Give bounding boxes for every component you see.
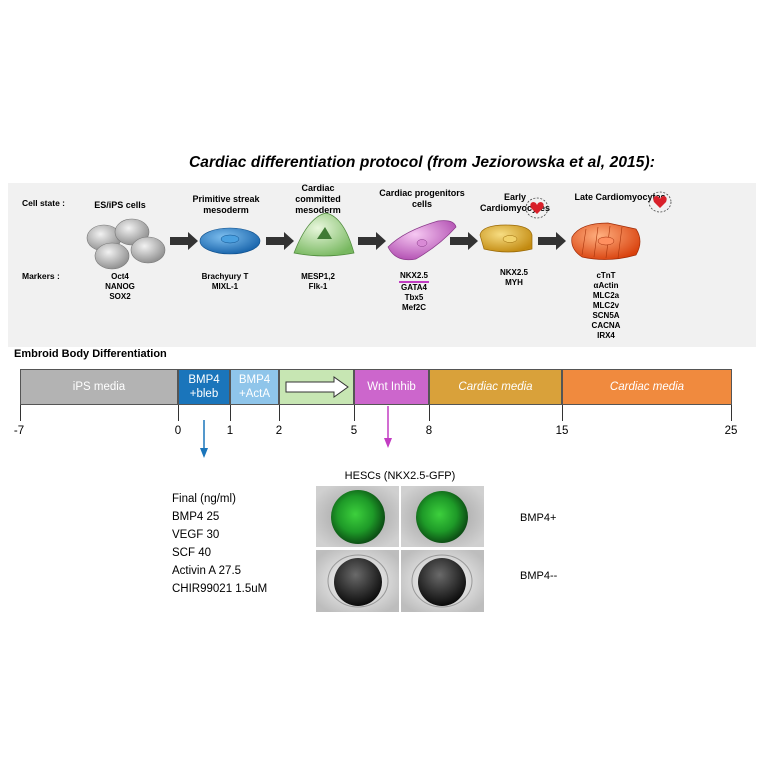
cell-state-row-label: Cell state : [22,198,65,208]
tick-label: -7 [13,425,25,437]
tick-label: 15 [555,425,569,437]
arrow-icon [450,232,478,250]
primitive-streak-cell-icon [199,227,261,255]
tick [731,405,732,421]
media-composition: Final (ng/ml) BMP4 25 VEGF 30 SCF 40 Act… [172,490,267,598]
tick [354,405,355,421]
media-line: VEGF 30 [172,529,220,541]
right-arrow-icon [285,376,349,398]
markers-es-ips: Oct4 NANOG SOX2 [90,272,150,302]
markers-row-label: Markers : [22,271,60,281]
tick [279,405,280,421]
row-label-bmp4-plus: BMP4+ [520,512,557,524]
tick-label: 25 [724,425,738,437]
marker: Brachyury T [201,272,249,281]
tick-label: 1 [226,425,234,437]
segment-label: BMP4 +ActA [238,374,271,400]
stage-label-cardiac-progenitors: Cardiac progenitors cells [379,188,465,209]
markers-cardiac-mesoderm: MESP1,2 Flk-1 [290,272,346,292]
marker: Flk-1 [308,282,328,291]
marker: Tbx5 [404,293,424,302]
marker: MIXL-1 [211,282,239,291]
late-cardiomyocyte-cell-icon [571,222,641,260]
markers-cardiac-progenitors: NKX2.5 GATA4 Tbx5 Mef2C [384,271,444,313]
timeline-segment-bmp4-bleb: BMP4 +bleb [178,369,230,405]
tick [429,405,430,421]
stage-label-es-ips: ES/iPS cells [94,200,146,210]
tick [230,405,231,421]
tick-label: 8 [425,425,433,437]
blue-down-arrow-icon [200,420,208,458]
media-line: Activin A 27.5 [172,565,242,577]
timeline-segment-bmp4-acta: BMP4 +ActA [230,369,279,405]
early-cardiomyocyte-cell-icon [479,224,533,253]
brightfield-image-2 [401,550,484,612]
marker-nkx25-underlined: NKX2.5 [398,271,429,283]
media-line: Final (ng/ml) [172,493,236,505]
tick-label: 2 [275,425,283,437]
row-label-bmp4-minus: BMP4-- [520,570,558,582]
heart-icon [648,191,672,213]
media-line: BMP4 25 [172,511,220,523]
timeline-segment-cardiac-media-2: Cardiac media [562,369,732,405]
stage-label-late-cardiomyocytes: Late Cardiomyocytes [574,192,666,202]
stage-label-cardiac-mesoderm: Cardiac committed mesoderm [295,183,341,215]
cardiac-mesoderm-cell-icon [293,212,355,257]
stage-label-primitive-streak: Primitive streak mesoderm [192,194,260,215]
media-line: CHIR99021 1.5uM [172,583,268,595]
tick [562,405,563,421]
cell-state-panel [8,183,756,347]
timeline-segment-wnt-inhib: Wnt Inhib [354,369,429,405]
marker: CACNA [591,321,621,330]
marker: Oct4 [111,272,129,281]
cell-illustrations [86,191,672,270]
timeline-segment-arrow [279,369,354,405]
marker: SOX2 [109,292,131,301]
cardiac-progenitor-cell-icon [387,220,457,261]
arrow-icon [358,232,386,250]
markers-late-cardiomyocytes: cTnT αActin MLC2a MLC2v SCN5A CACNA IRX4 [578,271,634,341]
marker: MLC2v [592,301,620,310]
section-title: Embroid Body Differentiation [14,348,167,360]
gfp-image-1 [316,486,399,547]
marker: IRX4 [597,331,615,340]
microscopy-title: HESCs (NKX2.5-GFP) [344,470,456,482]
marker: SCN5A [592,311,620,320]
tick-label: 5 [350,425,358,437]
marker: MESP1,2 [301,272,335,281]
magenta-down-arrow-icon [384,406,392,448]
marker: αActin [593,281,619,290]
gfp-image-2 [401,486,484,547]
marker: GATA4 [401,283,427,292]
stage-label-early-cardiomyocytes: Early Cardiomyocytes [479,192,551,213]
tick [20,405,21,421]
protocol-title: Cardiac differentiation protocol (from J… [188,154,656,171]
marker: MYH [505,278,523,287]
marker: MLC2a [592,291,620,300]
arrow-icon [538,232,566,250]
marker: NKX2.5 [499,268,528,277]
tick [178,405,179,421]
arrow-icon [266,232,294,250]
es-ips-cells-icon [86,218,166,270]
heart-icon [525,197,549,219]
segment-label: BMP4 +bleb [188,374,220,400]
microscopy-images [316,486,484,612]
marker: Mef2C [401,303,426,312]
timeline-segment-cardiac-media-1: Cardiac media [429,369,562,405]
timeline-segment-ips-media: iPS media [20,369,178,405]
marker: NANOG [105,282,135,291]
markers-early-cardiomyocytes: NKX2.5 MYH [484,268,544,288]
media-line: SCF 40 [172,547,211,559]
markers-primitive-streak: Brachyury T MIXL-1 [190,272,260,292]
marker: cTnT [596,271,616,280]
tick-label: 0 [174,425,182,437]
brightfield-image-1 [316,550,399,612]
arrow-icon [170,232,198,250]
